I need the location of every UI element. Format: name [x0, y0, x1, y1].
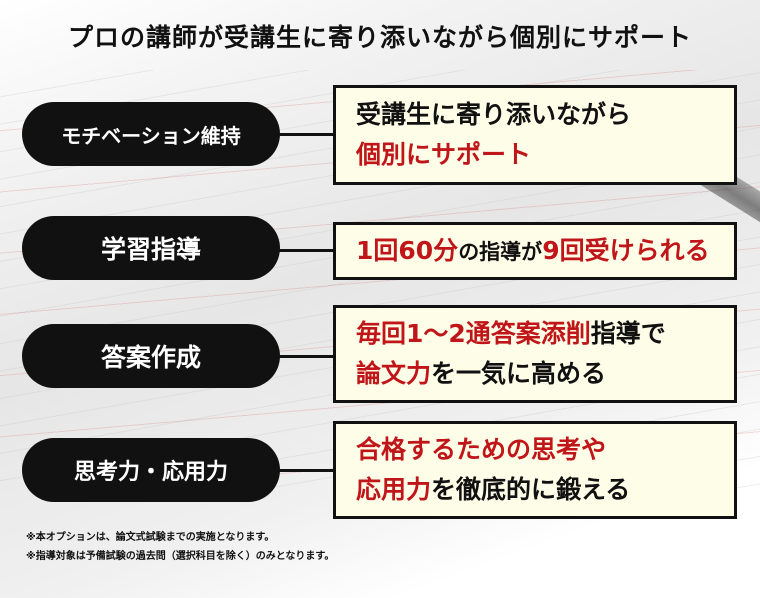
text-segment: を一気に高める [431, 359, 607, 388]
connector-line [278, 133, 334, 136]
text-segment: の指導が [458, 239, 543, 264]
text-segment: 受講生に寄り添いながら [356, 100, 632, 129]
pill-study-guidance: 学習指導 [22, 216, 280, 280]
text-segment: を徹底的に鍛える [431, 475, 631, 504]
pill-thinking-application: 思考力・応用力 [22, 438, 280, 502]
box-study-guidance: 1回60分の指導が9回受けられる [333, 222, 737, 280]
text-segment: 指導で [590, 319, 666, 348]
connector-line [278, 249, 334, 252]
page-title: プロの講師が受講生に寄り添いながら個別にサポート [67, 23, 692, 52]
footnote: ※本オプションは、論文式試験までの実施となります。 [26, 532, 275, 543]
box-line: 1回60分の指導が9回受けられる [356, 231, 714, 272]
box-answer-writing: 毎回1～2通答案添削指導で 論文力を一気に高める [333, 305, 737, 403]
pill-motivation: モチベーション維持 [22, 102, 280, 166]
text-segment-red: 合格するための思考や [356, 435, 607, 464]
connector-line [278, 355, 334, 358]
box-thinking-application: 合格するための思考や 応用力を徹底的に鍛える [333, 421, 737, 519]
text-segment-red: 個別にサポート [356, 140, 532, 169]
text-segment-red: 1回60分 [356, 235, 459, 265]
box-line: 応用力を徹底的に鍛える [356, 470, 714, 510]
footnote: ※指導対象は予備試験の過去問（選択科目を除く）のみとなります。 [26, 551, 335, 562]
box-motivation: 受講生に寄り添いながら 個別にサポート [333, 85, 737, 185]
box-line: 論文力を一気に高める [356, 354, 714, 394]
box-line: 合格するための思考や [356, 430, 714, 470]
text-segment-red: 毎回1～2通答案添削 [356, 319, 591, 348]
text-segment-red: 応用力 [356, 475, 432, 504]
box-line: 毎回1～2通答案添削指導で [356, 314, 714, 354]
box-line: 受講生に寄り添いながら [356, 95, 714, 135]
text-segment-red: 9回受けられる [542, 235, 710, 265]
text-segment-red: 論文力 [356, 359, 432, 388]
connector-line [278, 469, 334, 472]
box-line: 個別にサポート [356, 135, 714, 175]
pill-answer-writing: 答案作成 [22, 324, 280, 388]
